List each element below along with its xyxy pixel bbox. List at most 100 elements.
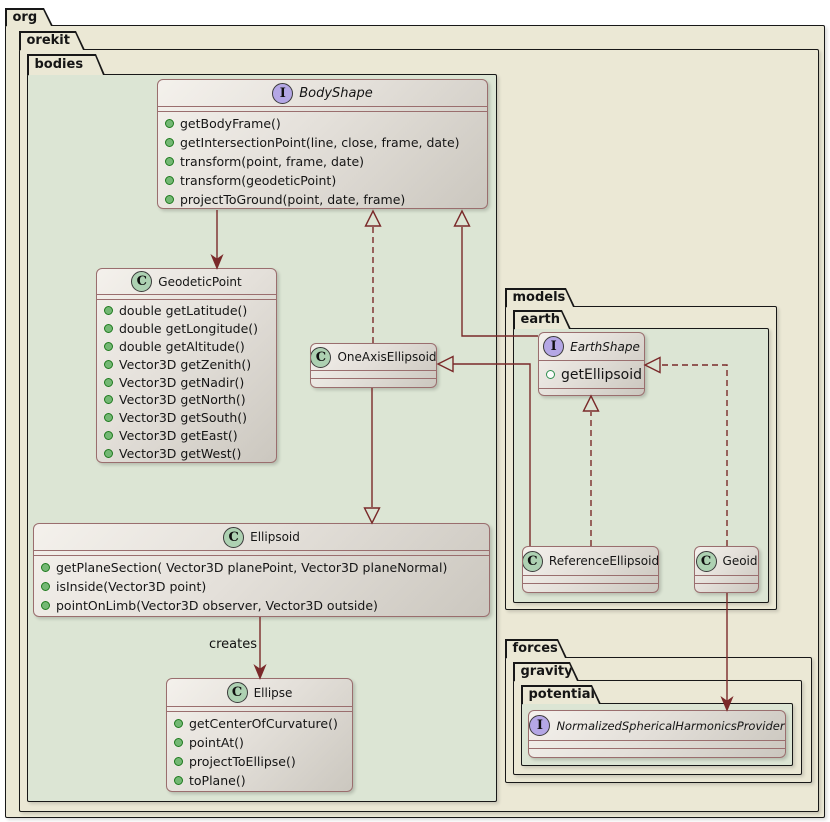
member-row: pointAt()	[167, 733, 352, 752]
member-row: Vector3D getNadir()	[97, 373, 276, 391]
class-ellipsoid: C Ellipsoid getPlaneSection( Vector3D pl…	[33, 523, 490, 617]
field-bullet-icon	[546, 370, 555, 379]
member-row: transform(point, frame, date)	[158, 152, 487, 171]
member-text: Vector3D getNorth()	[119, 392, 246, 408]
package-orekit-tab: orekit	[19, 31, 85, 50]
member-row: double getLongitude()	[97, 320, 276, 338]
method-list: getPlaneSection( Vector3D planePoint, Ve…	[34, 555, 489, 616]
method-bullet-icon	[174, 776, 183, 785]
package-orekit-label: orekit	[26, 33, 70, 49]
interface-icon: I	[543, 336, 565, 357]
class-icon: C	[226, 682, 248, 703]
method-bullet-icon	[41, 601, 50, 610]
package-models-label: models	[512, 290, 566, 306]
member-text: Vector3D getZenith()	[119, 356, 252, 372]
member-row: getBodyFrame()	[158, 114, 487, 133]
class-geodeticpoint: C GeodeticPoint double getLatitude()doub…	[96, 268, 277, 463]
member-text: Vector3D getWest()	[119, 445, 242, 461]
class-icon: C	[311, 346, 332, 368]
class-name: BodyShape	[299, 85, 373, 101]
package-gravity-tab: gravity	[513, 662, 579, 681]
method-bullet-icon	[104, 430, 113, 440]
member-row: double getLatitude()	[97, 302, 276, 320]
member-text: getBodyFrame()	[180, 116, 281, 131]
class-bodyshape: I BodyShape getBodyFrame()getIntersectio…	[157, 79, 488, 209]
member-text: pointOnLimb(Vector3D observer, Vector3D …	[56, 598, 378, 613]
member-text: transform(point, frame, date)	[180, 154, 365, 169]
method-bullet-icon	[165, 195, 174, 204]
member-text: getIntersectionPoint(line, close, frame,…	[180, 135, 460, 150]
member-text: transform(geodeticPoint)	[180, 173, 337, 188]
package-potential-label: potential	[528, 687, 595, 703]
package-potential-tab: potential	[521, 685, 601, 704]
method-bullet-icon	[174, 757, 183, 766]
member-row: toPlane()	[167, 771, 352, 790]
member-text: projectToGround(point, date, frame)	[180, 192, 406, 207]
method-bullet-icon	[104, 324, 113, 334]
method-bullet-icon	[104, 306, 113, 316]
package-earth-tab: earth	[513, 310, 571, 329]
class-name: EarthShape	[570, 339, 640, 354]
package-gravity-label: gravity	[520, 664, 573, 680]
method-bullet-icon	[104, 377, 113, 387]
member-row: isInside(Vector3D point)	[34, 577, 489, 596]
class-earthshape: I EarthShape getEllipsoid	[538, 332, 645, 396]
member-row: getPlaneSection( Vector3D planePoint, Ve…	[34, 558, 489, 577]
method-bullet-icon	[41, 563, 50, 572]
class-name: ReferenceEllipsoid	[548, 554, 659, 568]
method-list: getCenterOfCurvature() pointAt() projectTo…	[167, 711, 352, 791]
class-name: OneAxisEllipsoid	[337, 350, 437, 364]
package-bodies-label: bodies	[34, 57, 84, 73]
member-row: Vector3D getEast()	[97, 427, 276, 445]
class-normalizedsphericalharmonicsprovider: I NormalizedSphericalHarmonicsProvider	[528, 710, 786, 758]
class-icon: C	[695, 550, 717, 572]
member-text: double getLongitude()	[119, 321, 259, 337]
member-row: Vector3D getZenith()	[97, 355, 276, 373]
member-text: projectToEllipse()	[189, 754, 296, 769]
member-row: transform(geodeticPoint)	[158, 171, 487, 190]
class-geoid: C Geoid	[694, 546, 759, 593]
class-icon: C	[223, 526, 245, 548]
method-bullet-icon	[165, 176, 174, 185]
package-earth-label: earth	[520, 312, 560, 328]
method-bullet-icon	[104, 395, 113, 405]
member-row: projectToEllipse()	[167, 752, 352, 771]
method-list: double getLatitude() double getLongitude(…	[97, 299, 276, 462]
member-text: Vector3D getEast()	[119, 427, 238, 443]
package-models-tab: models	[505, 288, 575, 307]
member-text: Vector3D getNadir()	[119, 374, 245, 390]
interface-icon: I	[529, 715, 551, 736]
class-name: Geoid	[722, 554, 758, 568]
method-bullet-icon	[104, 413, 113, 423]
class-icon: C	[131, 271, 153, 292]
member-row: double getAltitude()	[97, 338, 276, 356]
class-name: NormalizedSphericalHarmonicsProvider	[556, 718, 785, 733]
method-bullet-icon	[174, 719, 183, 728]
method-bullet-icon	[41, 582, 50, 591]
method-bullet-icon	[165, 119, 174, 128]
member-text: double getLatitude()	[119, 303, 248, 319]
member-text: pointAt()	[189, 735, 244, 750]
method-bullet-icon	[104, 359, 113, 369]
member-text: toPlane()	[189, 773, 246, 788]
method-bullet-icon	[104, 448, 113, 458]
method-list: getBodyFrame() getIntersectionPoint(line,…	[158, 111, 487, 208]
member-text: double getAltitude()	[119, 338, 245, 354]
member-text: getCenterOfCurvature()	[189, 716, 338, 731]
method-bullet-icon	[165, 157, 174, 166]
class-name: GeodeticPoint	[158, 274, 242, 289]
class-ellipse: C Ellipse getCenterOfCurvature()pointAt(…	[166, 678, 353, 792]
method-bullet-icon	[165, 138, 174, 147]
member-row: projectToGround(point, date, frame)	[158, 190, 487, 208]
member-row: getEllipsoid	[539, 361, 644, 388]
package-org-label: org	[12, 9, 38, 25]
member-row: pointOnLimb(Vector3D observer, Vector3D …	[34, 596, 489, 615]
package-org-tab: org	[5, 8, 53, 26]
member-row: Vector3D getWest()	[97, 444, 276, 462]
method-bullet-icon	[174, 738, 183, 747]
member-row: getCenterOfCurvature()	[167, 714, 352, 733]
member-text: getPlaneSection( Vector3D planePoint, Ve…	[56, 560, 448, 575]
class-oneaxisellipsoid: C OneAxisEllipsoid	[310, 343, 437, 388]
package-bodies-tab: bodies	[27, 54, 105, 75]
